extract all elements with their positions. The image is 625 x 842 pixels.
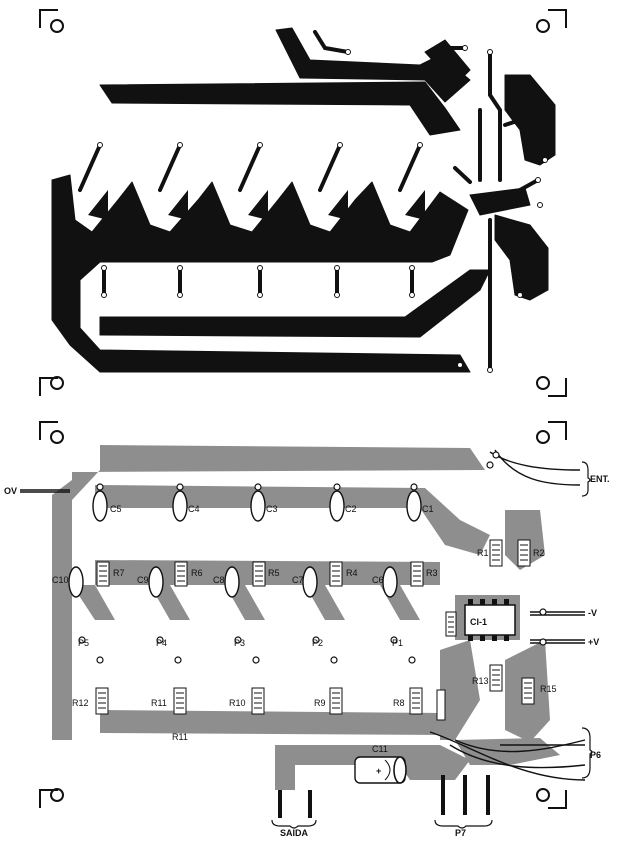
label-r10: R10 [229,698,246,708]
resistor-r7 [96,561,110,587]
capacitor-c2 [329,490,345,522]
label-c1: C1 [422,504,434,514]
label-r12: R12 [72,698,89,708]
capacitor-c7 [302,566,318,598]
label-c6: C6 [372,575,384,585]
label-r5: R5 [268,568,280,578]
label-p2: P2 [312,638,323,648]
capacitor-c10 [68,566,84,598]
resistor-r11 [173,687,187,715]
capacitor-c6 [382,566,398,598]
component-layout: OV ENT. -V +V P6 SAIDA P7 CI-1 C5 C4 C3 … [4,421,610,838]
capacitor-c5 [92,490,108,522]
registration-mark-lower-top-left [39,421,64,444]
copper-layout [39,9,567,397]
copper-trace-ground-plane [51,174,471,373]
capacitor-c8 [224,566,240,598]
ic-ci1 [464,599,516,641]
resistor-ic-side [445,611,457,637]
ent-bracket [581,461,591,497]
resistor-r5 [252,561,266,587]
registration-mark-lower-top-right [536,421,567,444]
capacitor-c3 [250,490,266,522]
p6-bracket [581,727,593,779]
label-c3: C3 [266,504,278,514]
label-c9: C9 [137,575,149,585]
label-saida: SAIDA [280,828,309,838]
capacitor-c9 [148,566,164,598]
label-p1: P1 [392,638,403,648]
capacitor-c11 [354,756,407,784]
copper-trace-lower-bus [99,269,491,338]
resistor-link [436,689,446,721]
resistor-r10 [251,687,265,715]
resistors [95,539,535,721]
p7-bracket [434,819,493,829]
label-r3: R3 [426,568,438,578]
capacitor-c1 [406,490,422,522]
copper-trace-pad-diamond [424,39,471,86]
label-ent: ENT. [590,474,610,484]
capacitor-c4 [172,490,188,522]
label-r2: R2 [533,548,545,558]
resistor-r2 [517,539,531,567]
label-r7: R7 [113,568,125,578]
registration-mark-lower-bottom-left [39,788,64,808]
label-c5: C5 [110,504,122,514]
registration-mark-top-left [39,9,64,33]
resistor-r9 [329,687,343,715]
label-ov: OV [4,486,17,496]
label-neg-v: -V [588,608,597,618]
connector-pins [278,775,490,818]
silkscreen-labels: OV ENT. -V +V P6 SAIDA P7 CI-1 C5 C4 C3 … [4,474,610,838]
label-c10: C10 [52,575,69,585]
pads [78,451,547,664]
label-p7: P7 [455,828,466,838]
label-pos-v: +V [588,637,599,647]
resistor-r13 [489,664,503,692]
copper-trace-ic-area [469,187,531,216]
capacitors [68,490,422,598]
label-r1: R1 [477,548,489,558]
registration-mark-mid-left [39,376,64,396]
label-r8: R8 [393,698,405,708]
label-r6: R6 [191,568,203,578]
resistor-r12 [95,687,109,715]
saida-bracket [271,819,317,829]
copper-triangles [88,190,425,220]
label-r4: R4 [346,568,358,578]
label-r13: R13 [472,676,489,686]
resistor-r8 [409,687,423,715]
label-c11-plus: + [376,766,381,776]
label-c2: C2 [345,504,357,514]
label-r15: R15 [540,684,557,694]
wires [20,449,586,781]
label-p4: P4 [156,638,167,648]
resistor-r4 [329,561,343,587]
label-ci1: CI-1 [470,617,487,627]
label-r11: R11 [151,698,167,708]
label-p5: P5 [78,638,89,648]
copper-trace-right-block [504,74,556,166]
label-r11-b: R11 [172,732,188,742]
registration-mark-top-right [536,9,567,33]
registration-mark-lower-bottom-right [536,788,567,809]
resistor-r15 [521,677,535,705]
label-p6: P6 [590,750,601,760]
copper-drill-holes [97,45,548,373]
label-c8: C8 [213,575,225,585]
label-c11: C11 [372,744,388,754]
copper-thin-traces [78,30,540,372]
resistor-r6 [174,561,188,587]
label-p3: P3 [234,638,245,648]
label-c4: C4 [188,504,200,514]
label-r9: R9 [314,698,326,708]
registration-mark-mid-right [536,376,567,397]
resistor-r3 [410,561,424,587]
label-c7: C7 [292,575,304,585]
copper-trace-top-bus [99,81,461,136]
resistor-r1 [489,539,503,567]
